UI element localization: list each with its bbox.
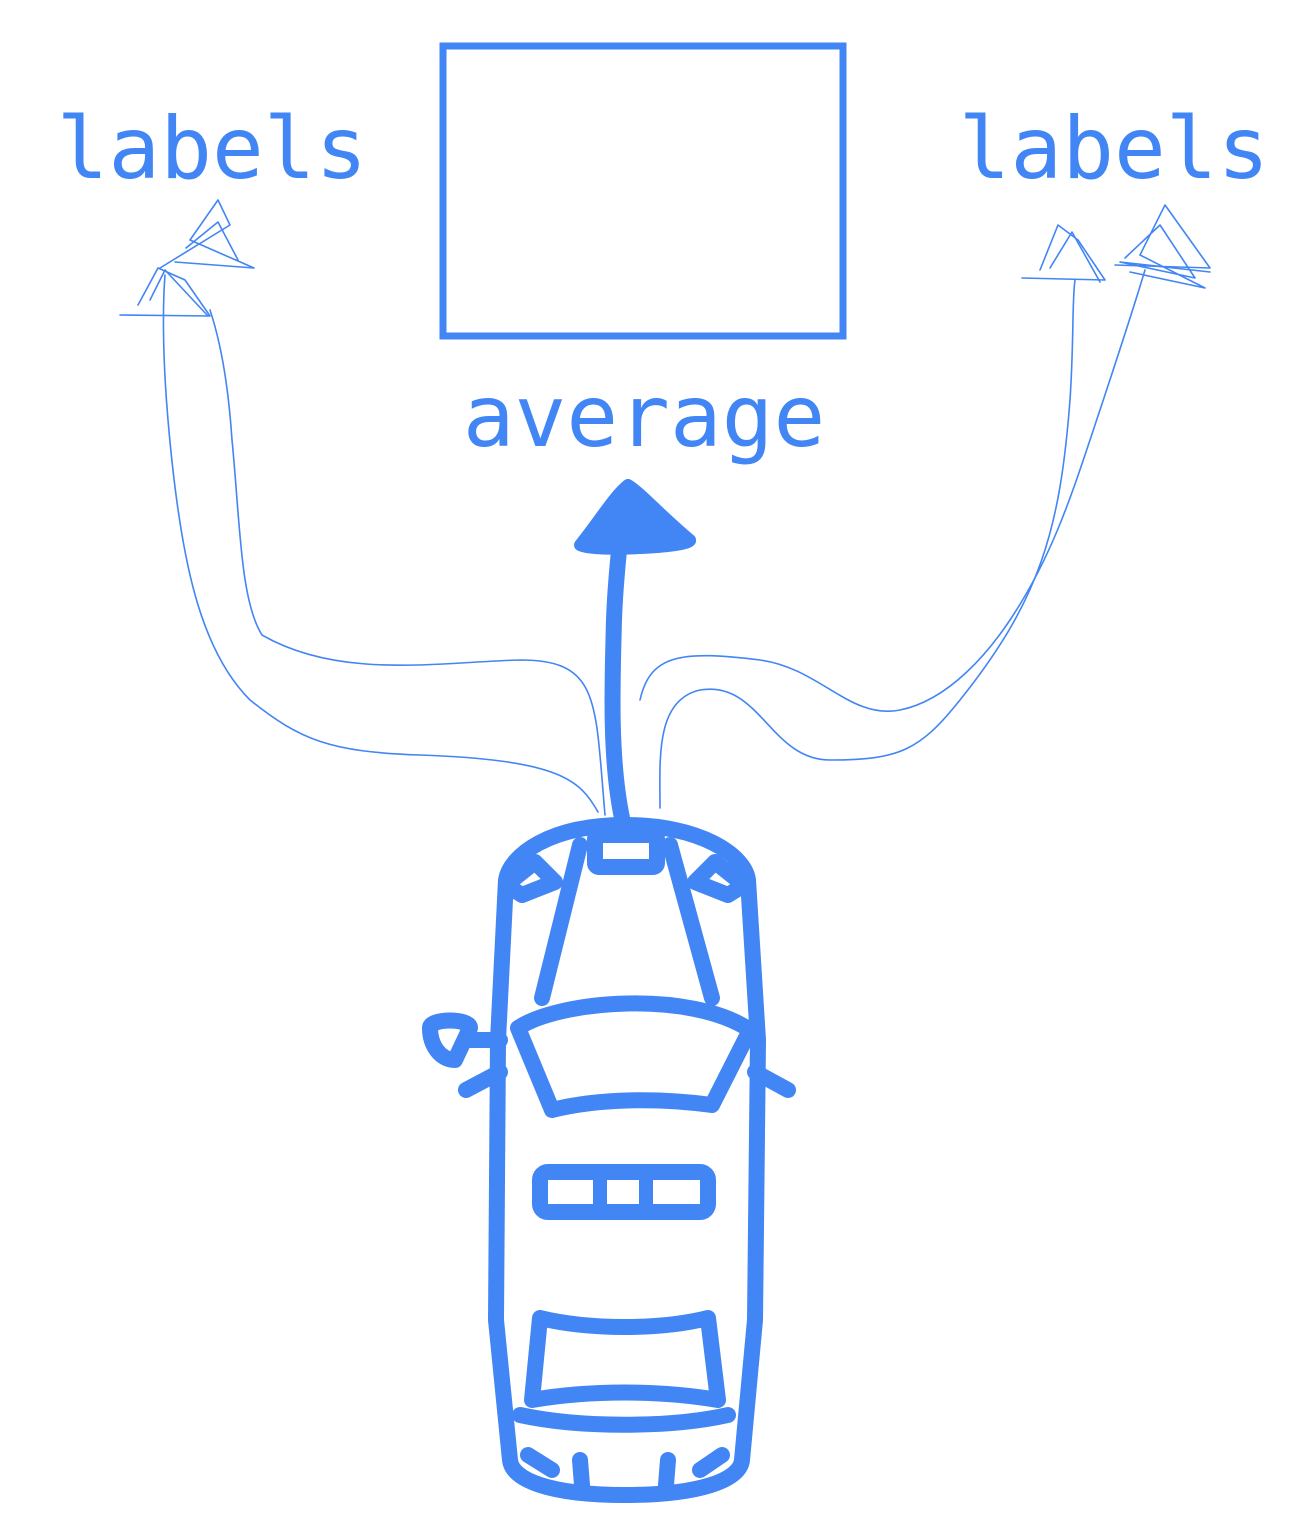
left-labels-text: labels bbox=[57, 99, 368, 199]
side-sensor-icon bbox=[422, 1012, 508, 1068]
left-sketch-arrow bbox=[119, 199, 606, 816]
average-arrow bbox=[574, 479, 697, 826]
right-sketch-arrow bbox=[639, 204, 1211, 809]
roof-panel-segments bbox=[593, 1176, 653, 1208]
car-top-view-icon bbox=[458, 817, 796, 1503]
right-labels-text: labels bbox=[959, 99, 1270, 199]
average-text: average bbox=[463, 367, 825, 467]
average-box bbox=[439, 42, 847, 340]
